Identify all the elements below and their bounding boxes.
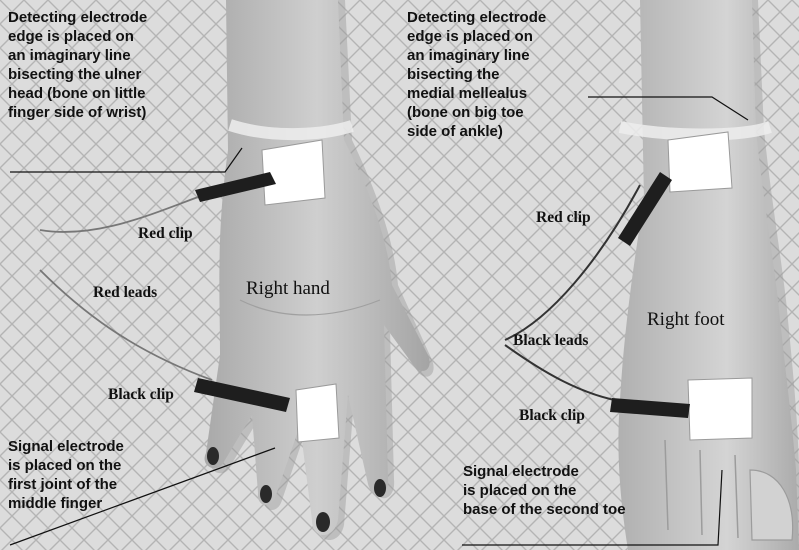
hand-signal-electrode-label: Signal electrode is placed on the first … [8,437,124,513]
foot-black-clip-label: Black clip [519,406,585,426]
hand-fingernail [260,485,272,503]
hand-detecting-electrode [262,140,325,205]
hand-black-clip-label: Black clip [108,385,174,405]
foot-detecting-electrode [668,132,732,192]
right-foot-label: Right foot [647,310,725,330]
foot-detecting-electrode-label: Detecting electrode edge is placed on an… [407,8,546,141]
red-leads-label: Red leads [93,283,157,303]
hand-signal-electrode [296,384,339,442]
black-leads-label: Black leads [513,331,588,351]
right-hand-label: Right hand [246,279,330,299]
hand-fingernail [207,447,219,465]
hand-fingernail [374,479,386,497]
foot-signal-electrode-label: Signal electrode is placed on the base o… [463,462,626,519]
foot-red-clip-label: Red clip [536,208,591,228]
hand-fingernail [316,512,330,532]
hand-red-clip-label: Red clip [138,224,193,244]
hand-detecting-electrode-label: Detecting electrode edge is placed on an… [8,8,147,122]
foot-signal-electrode [688,378,752,440]
